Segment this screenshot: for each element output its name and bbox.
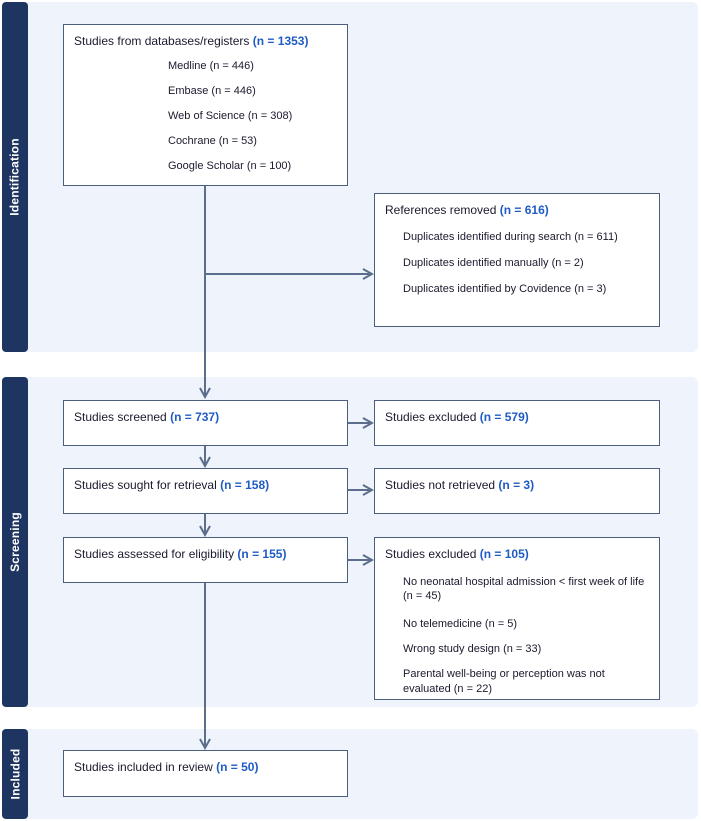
list-item: Wrong study design (n = 33) <box>403 643 542 655</box>
removed-box: References removed (n = 616) Duplicates … <box>374 193 660 327</box>
excluded2-items: No neonatal hospital admission < first w… <box>403 576 644 698</box>
excluded1-title: Studies excluded <box>385 410 477 424</box>
sought-title: Studies sought for retrieval <box>74 478 217 492</box>
removed-title: References removed <box>385 203 497 217</box>
included-box: Studies included in review (n = 50) <box>63 750 348 797</box>
records-items: Medline (n = 446) Embase (n = 446) Web o… <box>168 60 292 185</box>
list-item: Parental well-being or perception was no… <box>403 668 605 680</box>
assessed-box: Studies assessed for eligibility (n = 15… <box>63 537 348 583</box>
list-item: No telemedicine (n = 5) <box>403 618 518 630</box>
list-item: Duplicates identified by Covidence (n = … <box>403 283 607 295</box>
sought-title-line: Studies sought for retrieval (n = 158) <box>74 478 269 492</box>
list-item: Medline (n = 446) <box>168 60 254 72</box>
screened-box: Studies screened (n = 737) <box>63 400 348 446</box>
list-item: Embase (n = 446) <box>168 85 256 97</box>
screened-title-line: Studies screened (n = 737) <box>74 410 219 424</box>
records-box: Studies from databases/registers (n = 13… <box>63 24 348 186</box>
not-retrieved-box: Studies not retrieved (n = 3) <box>374 468 660 514</box>
screening-phase-label: Screening <box>2 377 28 707</box>
not-retrieved-count: (n = 3) <box>498 478 535 492</box>
excluded2-count: (n = 105) <box>479 547 529 561</box>
included-title-line: Studies included in review (n = 50) <box>74 760 258 774</box>
sought-count: (n = 158) <box>220 478 270 492</box>
included-title: Studies included in review <box>74 760 213 774</box>
excluded2-title: Studies excluded <box>385 547 477 561</box>
removed-count: (n = 616) <box>499 203 549 217</box>
excluded1-box: Studies excluded (n = 579) <box>374 400 660 446</box>
assessed-count: (n = 155) <box>237 547 287 561</box>
list-item: Cochrane (n = 53) <box>168 135 257 147</box>
screened-title: Studies screened <box>74 410 167 424</box>
included-phase-label: Included <box>2 729 28 819</box>
included-count: (n = 50) <box>216 760 259 774</box>
list-item: (n = 45) <box>403 590 442 602</box>
records-count: (n = 1353) <box>252 34 309 48</box>
excluded1-title-line: Studies excluded (n = 579) <box>385 410 529 424</box>
list-item: Google Scholar (n = 100) <box>168 160 292 172</box>
excluded1-count: (n = 579) <box>479 410 529 424</box>
list-item: Web of Science (n = 308) <box>168 110 293 122</box>
not-retrieved-title: Studies not retrieved <box>385 478 496 492</box>
list-item: No neonatal hospital admission < first w… <box>403 576 645 588</box>
records-title-line: Studies from databases/registers (n = 13… <box>74 34 308 48</box>
removed-items: Duplicates identified during search (n =… <box>403 231 618 309</box>
removed-title-line: References removed (n = 616) <box>385 203 549 217</box>
assessed-title-line: Studies assessed for eligibility (n = 15… <box>74 547 286 561</box>
excluded2-box: Studies excluded (n = 105) No neonatal h… <box>374 537 660 700</box>
not-retrieved-title-line: Studies not retrieved (n = 3) <box>385 478 534 492</box>
identification-phase-label: Identification <box>2 2 28 352</box>
list-item: evaluated (n = 22) <box>403 683 492 695</box>
screened-count: (n = 737) <box>170 410 220 424</box>
assessed-title: Studies assessed for eligibility <box>74 547 235 561</box>
list-item: Duplicates identified during search (n =… <box>403 231 618 243</box>
list-item: Duplicates identified manually (n = 2) <box>403 257 584 269</box>
sought-box: Studies sought for retrieval (n = 158) <box>63 468 348 514</box>
records-title: Studies from databases/registers <box>74 34 250 48</box>
excluded2-title-line: Studies excluded (n = 105) <box>385 547 529 561</box>
